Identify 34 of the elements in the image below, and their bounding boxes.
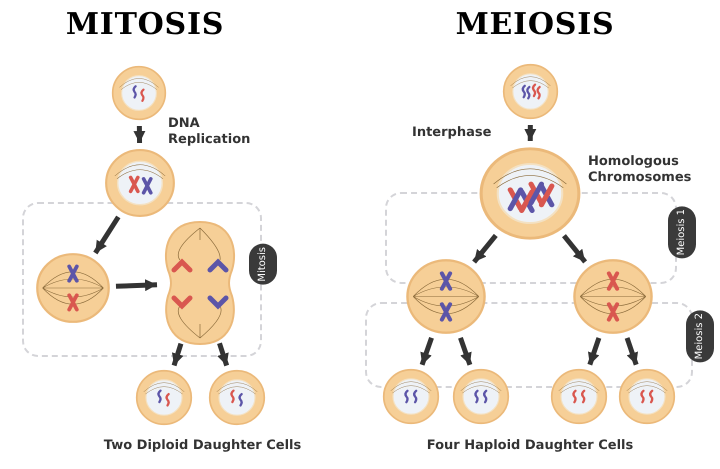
cell-drawing [135, 369, 193, 426]
dividing-cell-drawing [162, 220, 238, 346]
arrow [133, 126, 146, 144]
cell-drawing [208, 369, 266, 426]
cell-drawing [618, 368, 676, 425]
stage-tag: Meiosis 1 [668, 206, 696, 258]
cell-drawing [550, 368, 608, 425]
cell-drawing [452, 368, 510, 425]
stage-tag: Meiosis 2 [686, 310, 714, 362]
cell-drawing [111, 65, 167, 121]
arrow [217, 342, 230, 366]
cell-drawing [35, 252, 111, 324]
stage-tag: Mitosis [249, 244, 277, 285]
arrow [587, 337, 602, 366]
arrow [524, 125, 536, 142]
cell-drawing [405, 258, 487, 335]
arrow [624, 337, 639, 366]
heading: MITOSIS [64, 6, 226, 44]
cell-drawing [478, 146, 582, 241]
caption: Four Haploid Daughter Cells [426, 437, 634, 455]
arrow [172, 342, 184, 366]
arrow [562, 234, 588, 264]
arrow [458, 336, 472, 366]
caption: Two Diploid Daughter Cells [102, 437, 302, 455]
arrow [116, 279, 158, 292]
node-caption: Homologous Chromosomes [588, 154, 692, 186]
cell-drawing [572, 258, 654, 335]
arrow [472, 234, 498, 264]
cell-drawing [382, 368, 440, 425]
cell-drawing [104, 148, 176, 218]
heading: MEIOSIS [454, 6, 616, 44]
cell-drawing [502, 63, 559, 120]
arrow [93, 216, 120, 254]
arrow [420, 336, 434, 366]
